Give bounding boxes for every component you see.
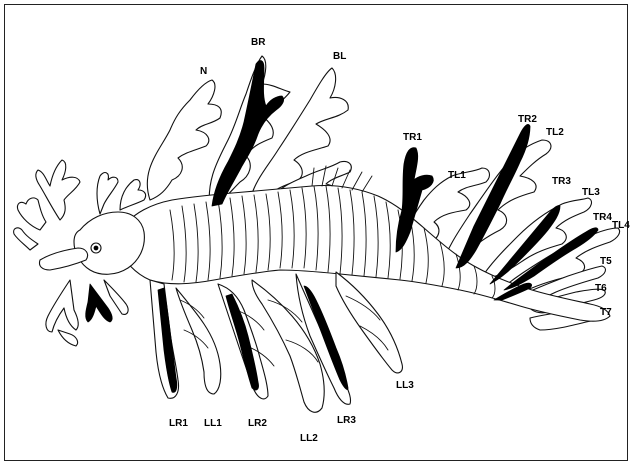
label-t5: T5: [600, 256, 612, 267]
lower-head-fronds: [46, 280, 128, 346]
label-t7: T7: [600, 307, 612, 318]
label-lr3: LR3: [337, 415, 356, 426]
label-bl: BL: [333, 51, 346, 62]
label-tr3: TR3: [552, 176, 571, 187]
label-lr1: LR1: [169, 418, 188, 429]
appendage-n: [147, 80, 221, 200]
label-t6: T6: [595, 283, 607, 294]
label-tr4: TR4: [593, 212, 612, 223]
label-br: BR: [251, 37, 266, 48]
label-tl1: TL1: [448, 170, 466, 181]
label-n: N: [200, 66, 207, 77]
label-lr2: LR2: [248, 418, 267, 429]
label-tr2: TR2: [518, 114, 537, 125]
label-ll3: LL3: [396, 380, 414, 391]
label-tl3: TL3: [582, 187, 600, 198]
eye-pupil: [94, 246, 98, 250]
snout: [39, 248, 87, 270]
label-tr1: TR1: [403, 132, 422, 143]
label-ll1: LL1: [204, 418, 222, 429]
label-tl2: TL2: [546, 127, 564, 138]
appendage-ll1: [176, 288, 221, 394]
label-tl4: TL4: [612, 220, 630, 231]
label-ll2: LL2: [300, 433, 318, 444]
appendage-ll3: [336, 272, 402, 373]
